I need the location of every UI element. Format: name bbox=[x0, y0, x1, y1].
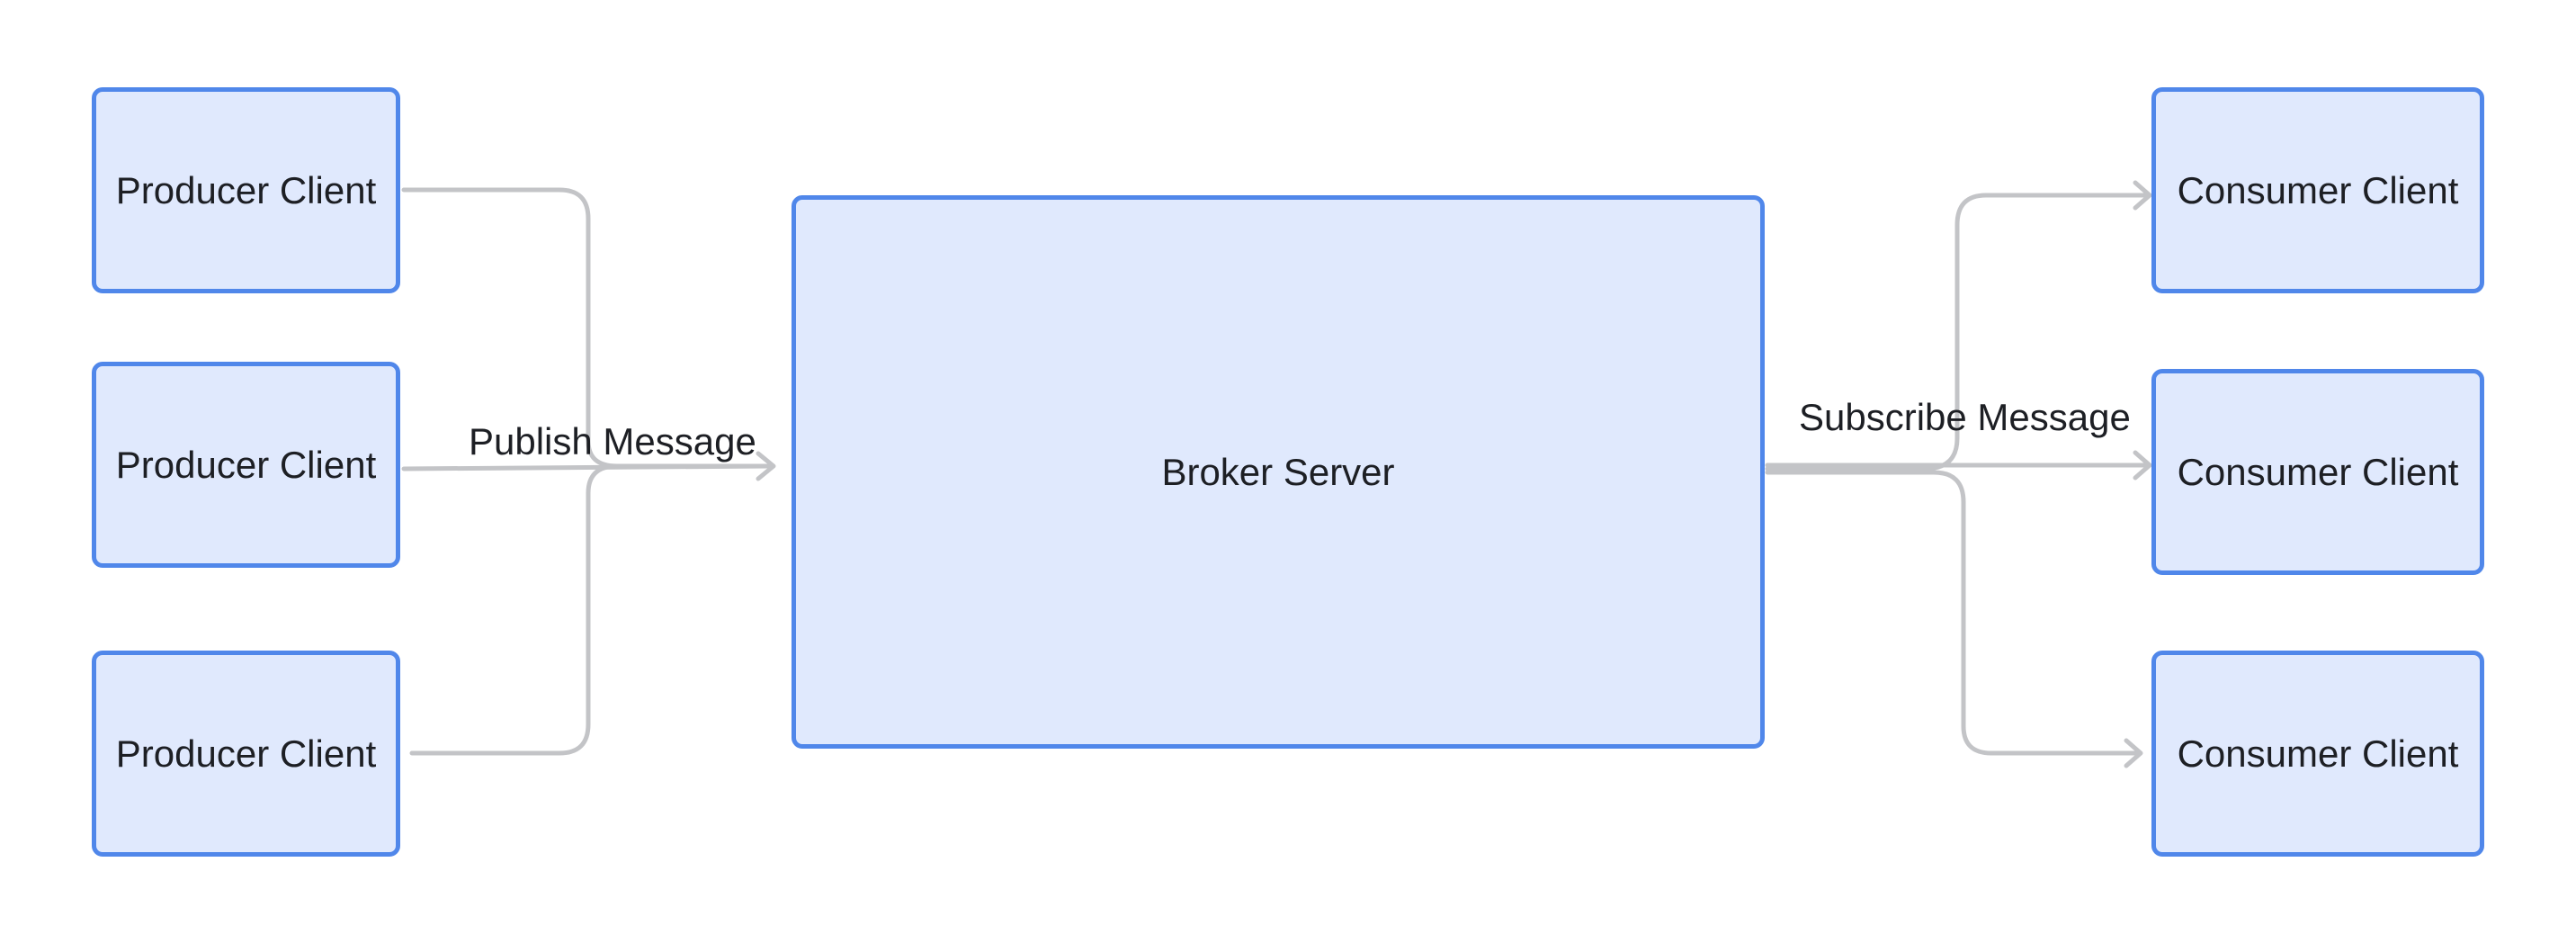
subscribe-message-label: Subscribe Message bbox=[1799, 396, 2131, 438]
broker-server-label: Broker Server bbox=[1161, 450, 1395, 493]
edge-arrowhead-consumer-1 bbox=[2133, 180, 2152, 211]
producer-client-label-1: Producer Client bbox=[115, 168, 377, 211]
consumer-client-node-1[interactable]: Consumer Client bbox=[2151, 87, 2484, 293]
edge-producer-1-to-broker bbox=[401, 187, 773, 469]
edge-publish-arrowhead bbox=[756, 451, 776, 481]
publish-message-label: Publish Message bbox=[469, 420, 756, 463]
producer-client-label-2: Producer Client bbox=[115, 443, 377, 486]
consumer-client-label-1: Consumer Client bbox=[2177, 168, 2459, 211]
broker-server-node[interactable]: Broker Server bbox=[792, 195, 1765, 749]
edge-arrowhead-consumer-2 bbox=[2133, 450, 2152, 480]
producer-client-label-3: Producer Client bbox=[115, 732, 377, 775]
edge-producer-3-to-broker bbox=[409, 463, 773, 756]
consumer-client-label-3: Consumer Client bbox=[2177, 732, 2459, 775]
edge-arrowhead-consumer-3 bbox=[2124, 738, 2143, 768]
consumer-client-node-2[interactable]: Consumer Client bbox=[2151, 369, 2484, 575]
producer-client-node-2[interactable]: Producer Client bbox=[92, 362, 400, 568]
edge-broker-to-consumer-3 bbox=[1765, 470, 2142, 756]
consumer-client-label-2: Consumer Client bbox=[2177, 450, 2459, 493]
producer-client-node-3[interactable]: Producer Client bbox=[92, 651, 400, 857]
producer-client-node-1[interactable]: Producer Client bbox=[92, 87, 400, 293]
consumer-client-node-3[interactable]: Consumer Client bbox=[2151, 651, 2484, 857]
